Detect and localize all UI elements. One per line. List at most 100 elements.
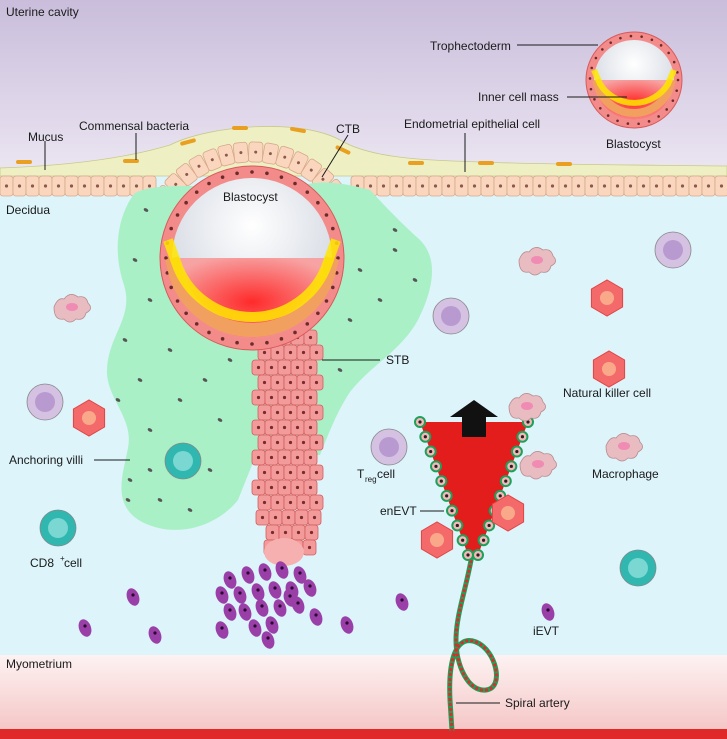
ctb-column-nucleus [314, 500, 319, 505]
ctb-column-nucleus [262, 350, 267, 355]
enevt-cell [472, 549, 484, 561]
ctb-column-nucleus [256, 365, 261, 370]
enevt-cell [424, 445, 437, 458]
epithelial-nucleus [69, 184, 74, 188]
ctb-column-nucleus [288, 410, 293, 415]
villi-nucleus [132, 258, 138, 262]
epithelial-nucleus [420, 184, 425, 188]
ctb-column-nucleus [282, 395, 287, 400]
villi-nucleus [202, 378, 208, 382]
ctb-column-nucleus [275, 440, 280, 445]
macrophage [508, 393, 546, 422]
ctb-column-nucleus [288, 470, 293, 475]
ievt-cell [148, 626, 162, 644]
enevt-cell [477, 534, 490, 547]
ctb-column-nucleus [312, 515, 317, 520]
cd8-cell-label: CD8 + cell [30, 554, 82, 570]
macrophage [53, 294, 91, 323]
ctb-column-nucleus [275, 500, 280, 505]
enevt-cell [483, 519, 496, 532]
ctb-column-nucleus [288, 500, 293, 505]
trophectoderm-nucleus [590, 66, 594, 70]
ctb-column-nucleus [275, 350, 280, 355]
epithelial-nucleus [108, 184, 113, 188]
cd8-cell [619, 549, 657, 587]
epithelial-nucleus [82, 184, 87, 188]
trophectoderm-nucleus [305, 322, 310, 326]
enevt-cell [451, 519, 464, 532]
natural-killer-cell [592, 350, 626, 388]
trophectoderm-nucleus [184, 311, 188, 316]
trophectoderm-nucleus [279, 175, 284, 179]
trophectoderm-nucleus [250, 170, 254, 174]
trophectoderm-nucleus [324, 213, 329, 217]
ctb-column-nucleus [286, 515, 291, 520]
ctb-column-nucleus [295, 395, 300, 400]
small-blastocyst-label: Blastocyst [606, 137, 661, 151]
ievt-cell [238, 603, 252, 621]
villi-nucleus [147, 298, 153, 302]
villi-nucleus [357, 268, 363, 272]
decidua-label: Decidua [6, 203, 50, 217]
svg-text:cell: cell [64, 556, 82, 570]
enevt-cell [516, 430, 529, 443]
epithelial-cell [232, 141, 250, 164]
trophectoderm-nucleus [220, 337, 225, 341]
ievt-cell [251, 583, 265, 601]
epithelial-nucleus [4, 184, 9, 188]
epithelial-cell [288, 151, 309, 175]
ievt-cell [215, 621, 229, 639]
ctb-column-nucleus [301, 410, 306, 415]
epithelial-nucleus [537, 184, 542, 188]
epithelial-nucleus [56, 184, 61, 188]
enevt-cell [435, 475, 448, 488]
ctb-column-nucleus [262, 500, 267, 505]
epithelial-nucleus [30, 184, 35, 188]
ctb-column-nucleus [275, 410, 280, 415]
ctb-column-nucleus [262, 440, 267, 445]
ctb-column-nucleus [288, 380, 293, 385]
trophectoderm-nucleus [265, 171, 269, 176]
ctb-column-nucleus [301, 350, 306, 355]
villi-nucleus [392, 228, 398, 232]
ctb-column-nucleus [288, 440, 293, 445]
villi-nucleus [412, 278, 418, 282]
epithelial-nucleus [628, 184, 633, 188]
epithelial-nucleus [121, 184, 126, 188]
epithelial-nucleus [667, 184, 672, 188]
ctb-column-nucleus [301, 500, 306, 505]
ctb-column-nucleus [283, 530, 288, 535]
natural-killer-cell [72, 399, 106, 437]
epithelial-nucleus [433, 184, 438, 188]
ievt-cell [265, 616, 279, 634]
uterine-cavity-label: Uterine cavity [6, 5, 79, 19]
svg-text:+: + [60, 554, 65, 563]
villi-nucleus [377, 298, 383, 302]
ctb-column-nucleus [269, 365, 274, 370]
cd8-cell [39, 509, 77, 547]
small-blastocyst [585, 31, 683, 129]
trophectoderm-nucleus [331, 285, 335, 290]
ctb-column-nucleus [308, 455, 313, 460]
trophectoderm-nucleus [589, 87, 593, 91]
ievt-cell [258, 563, 272, 581]
ctb-column-nucleus [282, 485, 287, 490]
enevt-cell [462, 549, 474, 561]
trophectoderm-nucleus [629, 34, 633, 38]
svg-text:CD8: CD8 [30, 556, 54, 570]
ctb-column-nucleus [256, 485, 261, 490]
epithelial-nucleus [394, 184, 399, 188]
trophectoderm-nucleus [676, 78, 680, 82]
villi-nucleus [217, 418, 223, 422]
villi-nucleus [147, 428, 153, 432]
trophectoderm-nucleus [324, 299, 329, 303]
ctb-column-nucleus [308, 365, 313, 370]
ctb-column-nucleus [295, 485, 300, 490]
ctb-column-nucleus [282, 455, 287, 460]
trophectoderm-nucleus [316, 311, 320, 316]
treg-like-cell [26, 383, 64, 421]
natural-killer-cell [420, 521, 454, 559]
epithelial-nucleus [459, 184, 464, 188]
trophectoderm-label: Trophectoderm [430, 39, 511, 53]
